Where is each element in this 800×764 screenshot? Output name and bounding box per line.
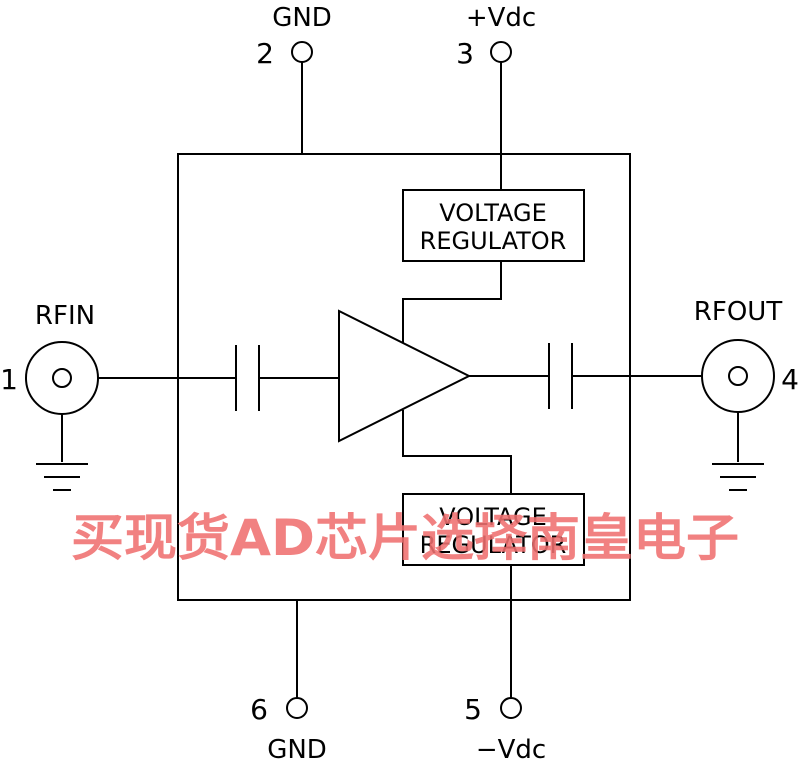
regulator-top-label-line1: VOLTAGE (439, 199, 547, 227)
regulator-bottom-output-wire (402, 410, 512, 494)
regulator-top-output-wire (402, 261, 502, 343)
regulator-top-label-line2: REGULATOR (420, 227, 567, 255)
rfout-connector-inner (728, 366, 748, 386)
regulator-bottom-label-line2: REGULATOR (420, 531, 567, 559)
gnd-bottom-terminal (286, 697, 308, 719)
pin5-name: −Vdc (476, 735, 546, 764)
rfin-connector-inner (52, 368, 72, 388)
regulator-bottom-box (402, 493, 585, 566)
watermark-text: 买现货AD芯片选择南皇电子 (71, 509, 739, 567)
pin6-number: 6 (250, 693, 268, 726)
vdc-pos-terminal (490, 41, 512, 63)
regulator-bottom-label-line1: VOLTAGE (439, 503, 547, 531)
gnd-top-terminal (291, 41, 313, 63)
pin4-name: RFOUT (694, 297, 783, 327)
pin3-number: 3 (456, 37, 474, 70)
pin4-number: 4 (781, 363, 799, 396)
regulator-top-box (402, 189, 585, 262)
pin1-number: 1 (0, 363, 18, 396)
pin5-number: 5 (464, 693, 482, 726)
rfin-connector-outer (25, 341, 99, 415)
pin2-name: GND (272, 3, 332, 33)
pin2-number: 2 (256, 37, 274, 70)
pin3-name: +Vdc (466, 3, 536, 33)
amplifier-triangle (338, 309, 472, 443)
pin1-name: RFIN (35, 301, 95, 331)
vdc-neg-terminal (500, 697, 522, 719)
rfout-connector-outer (701, 339, 775, 413)
pin6-name: GND (267, 735, 327, 764)
